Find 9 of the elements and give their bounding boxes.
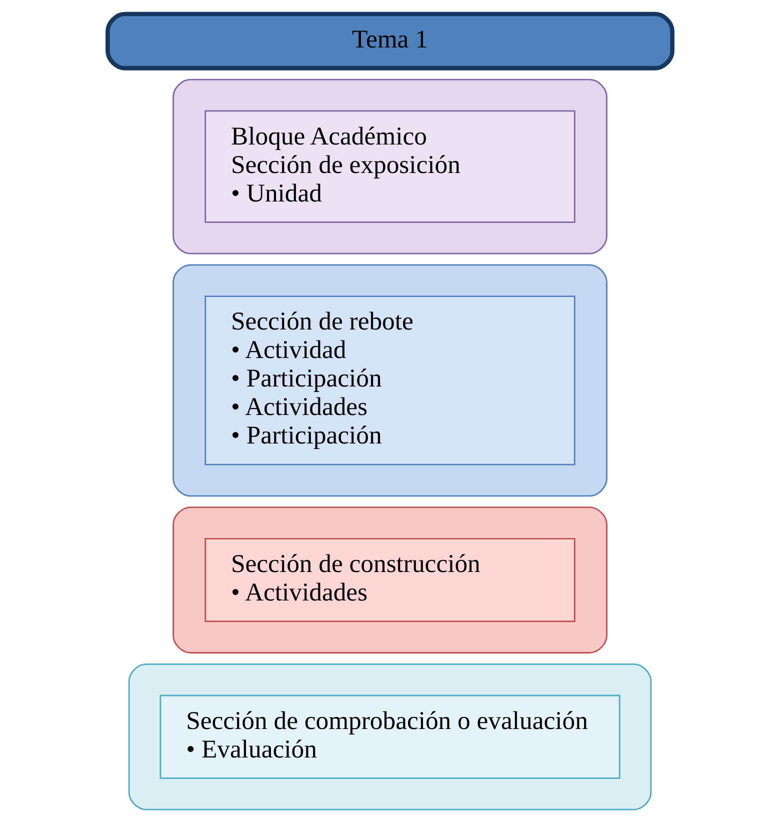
node-box: Tema 1 — [106, 12, 674, 70]
cluster — [128, 663, 652, 810]
node-box: Sección de rebote • Actividad • Participación • Actividades • Participación — [204, 296, 576, 466]
cluster — [172, 264, 608, 497]
node-box: Sección de construcción • Actividades — [204, 538, 576, 622]
node-box: Sección de comprobación o evaluación • Evaluación — [160, 694, 620, 779]
cluster — [172, 78, 608, 254]
node-box: Bloque Académico Sección de exposición • Unidad — [204, 110, 576, 223]
cluster — [172, 506, 608, 654]
